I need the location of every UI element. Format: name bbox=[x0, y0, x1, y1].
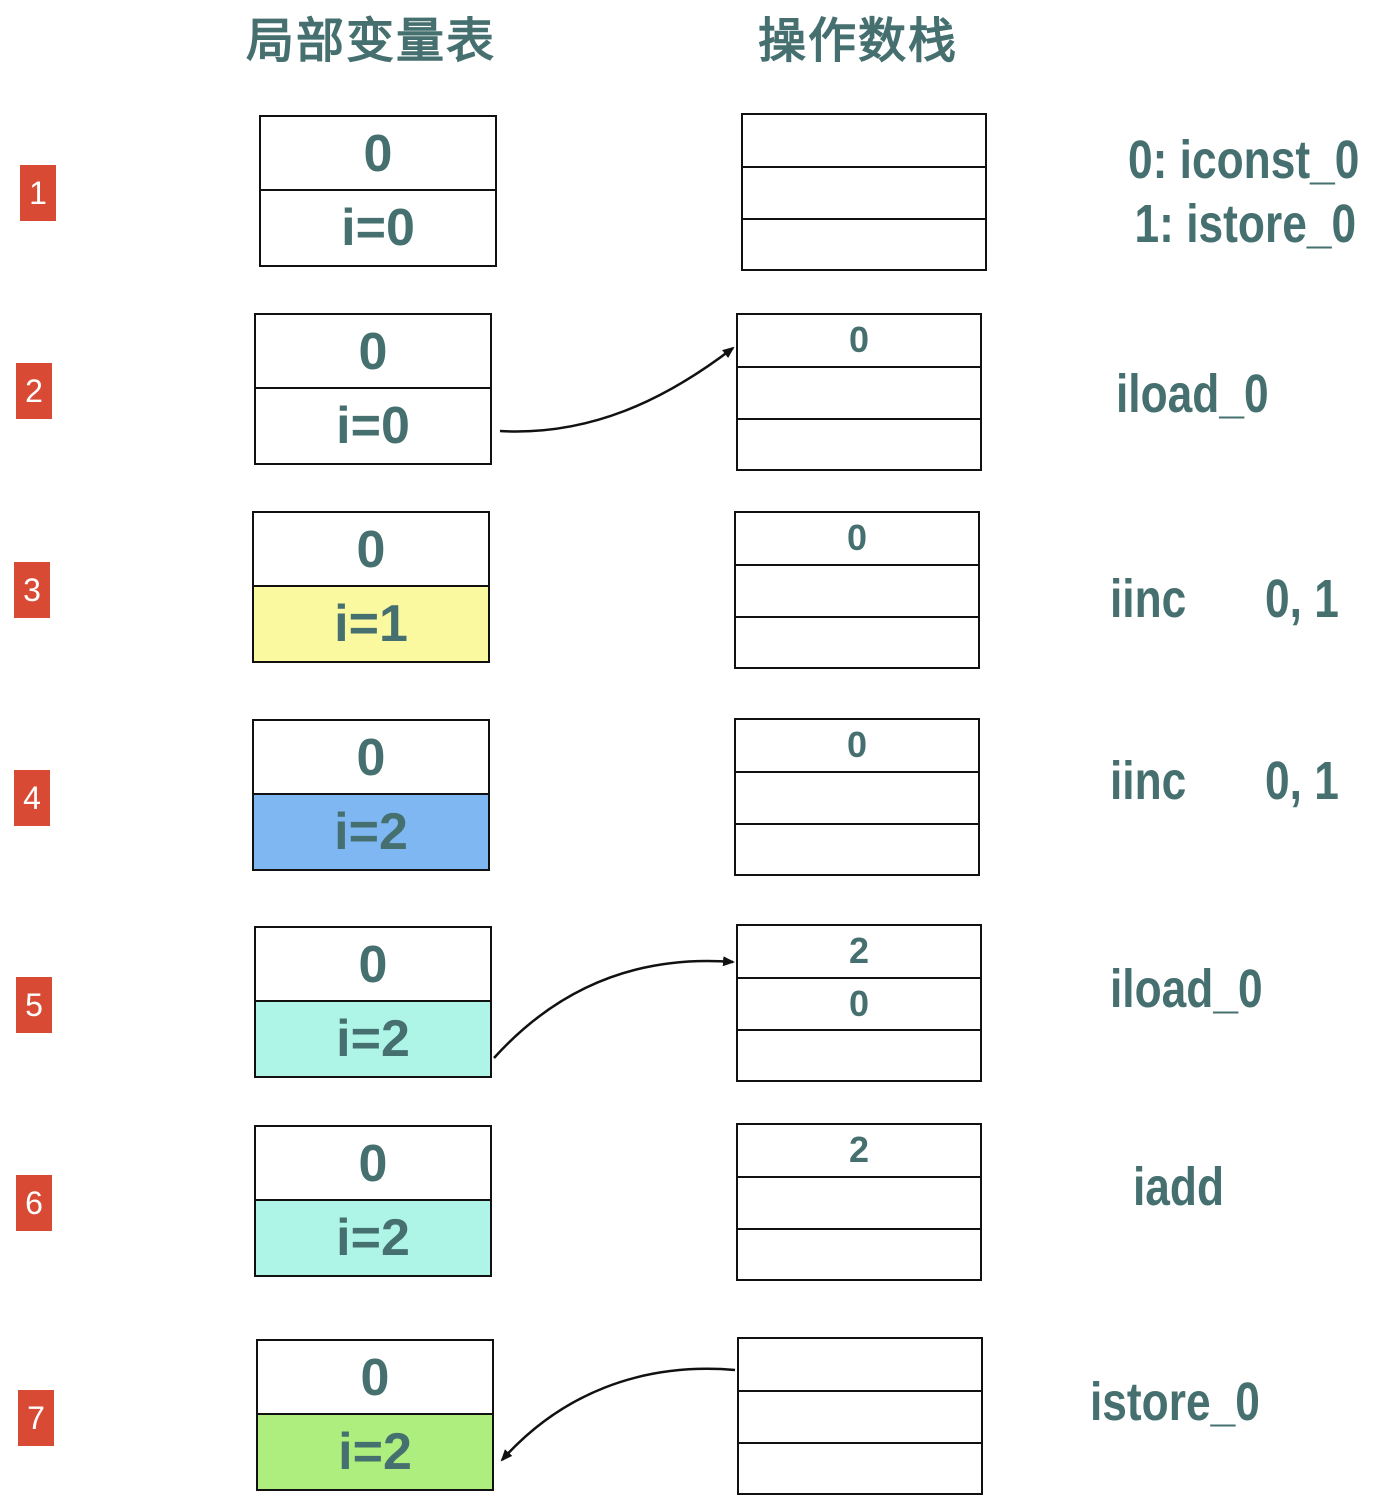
instruction-4: iinc 0, 1 bbox=[1110, 749, 1339, 813]
stack-slot-bottom bbox=[743, 217, 985, 269]
instruction-line: iinc 0, 1 bbox=[1110, 749, 1339, 813]
stack-slot-middle bbox=[736, 564, 978, 615]
local-slot-0: 0 bbox=[256, 1127, 490, 1201]
operand-args: 0, 1 bbox=[1265, 751, 1339, 811]
opcode: iinc bbox=[1110, 751, 1187, 811]
step-badge-7: 7 bbox=[18, 1390, 54, 1446]
local-vars-table-7: 0 i=2 bbox=[256, 1339, 494, 1491]
local-slot-i: i=0 bbox=[261, 191, 495, 265]
instruction-line: 1: istore_0 bbox=[1134, 194, 1357, 254]
operand-args: 0, 1 bbox=[1265, 569, 1339, 629]
local-slot-0: 0 bbox=[256, 315, 490, 389]
operand-stack-7 bbox=[737, 1337, 983, 1495]
stack-slot-bottom bbox=[738, 1227, 980, 1279]
load-arrow-step-5 bbox=[493, 956, 735, 1059]
operand-stack-header: 操作数栈 bbox=[758, 13, 959, 69]
stack-slot-bottom bbox=[738, 1028, 980, 1080]
local-slot-0: 0 bbox=[254, 721, 488, 795]
step-badge-3: 3 bbox=[14, 562, 50, 618]
local-slot-0: 0 bbox=[254, 513, 488, 587]
instruction-line: 0: iconst_0 bbox=[1128, 130, 1360, 190]
instruction-line: iload_0 bbox=[1116, 364, 1269, 424]
operand-stack-3: 0 bbox=[734, 511, 980, 669]
instruction-line: iinc 0, 1 bbox=[1110, 567, 1339, 631]
operand-stack-6: 2 bbox=[736, 1123, 982, 1281]
local-vars-table-2: 0 i=0 bbox=[254, 313, 492, 465]
stack-slot-top: 0 bbox=[846, 724, 868, 765]
stack-slot-bottom bbox=[738, 417, 980, 469]
local-vars-header: 局部变量表 bbox=[246, 13, 497, 69]
local-slot-i: i=0 bbox=[256, 389, 490, 463]
store-arrow-step-7 bbox=[500, 1367, 736, 1462]
operand-stack-2: 0 bbox=[736, 313, 982, 471]
step-badge-2: 2 bbox=[16, 363, 52, 419]
local-slot-i: i=2 bbox=[258, 1415, 492, 1489]
instruction-6: iadd bbox=[1133, 1155, 1224, 1219]
stack-slot-middle bbox=[738, 1176, 980, 1227]
operand-stack-1 bbox=[741, 113, 987, 271]
stack-slot-top: 2 bbox=[848, 930, 870, 971]
operand-stack-4: 0 bbox=[734, 718, 980, 876]
local-vars-table-5: 0 i=2 bbox=[254, 926, 492, 1078]
instruction-line: iload_0 bbox=[1110, 959, 1263, 1019]
instruction-line: istore_0 bbox=[1090, 1372, 1260, 1432]
stack-slot-middle: 0 bbox=[738, 977, 980, 1028]
step-badge-1: 1 bbox=[20, 165, 56, 221]
instruction-line: iadd bbox=[1133, 1157, 1225, 1217]
stack-slot-top bbox=[739, 1339, 981, 1390]
local-slot-0: 0 bbox=[256, 928, 490, 1002]
instruction-5: iload_0 bbox=[1110, 957, 1263, 1021]
stack-slot-top: 0 bbox=[846, 517, 868, 558]
step-badge-5: 5 bbox=[16, 977, 52, 1033]
stack-slot-top: 2 bbox=[848, 1129, 870, 1170]
stack-slot-bottom bbox=[736, 615, 978, 667]
stack-slot-middle bbox=[743, 166, 985, 217]
local-vars-table-6: 0 i=2 bbox=[254, 1125, 492, 1277]
stack-slot-middle bbox=[738, 366, 980, 417]
instruction-1: 0: iconst_0 1: istore_0 bbox=[1128, 128, 1359, 256]
load-arrow-step-2 bbox=[499, 346, 735, 433]
stack-slot-top bbox=[743, 115, 985, 166]
instruction-2: iload_0 bbox=[1116, 362, 1269, 426]
stack-slot-bottom bbox=[736, 822, 978, 874]
instruction-7: istore_0 bbox=[1090, 1370, 1260, 1434]
local-vars-table-1: 0 i=0 bbox=[259, 115, 497, 267]
step-badge-6: 6 bbox=[16, 1175, 52, 1231]
instruction-3: iinc 0, 1 bbox=[1110, 567, 1339, 631]
local-vars-table-3: 0 i=1 bbox=[252, 511, 490, 663]
local-slot-0: 0 bbox=[261, 117, 495, 191]
stack-slot-top: 0 bbox=[848, 319, 870, 360]
local-slot-i: i=2 bbox=[256, 1201, 490, 1275]
local-slot-i: i=2 bbox=[256, 1002, 490, 1076]
local-slot-i: i=1 bbox=[254, 587, 488, 661]
step-badge-4: 4 bbox=[14, 770, 50, 826]
stack-slot-middle bbox=[736, 771, 978, 822]
operand-stack-5: 2 0 bbox=[736, 924, 982, 1082]
local-slot-0: 0 bbox=[258, 1341, 492, 1415]
local-vars-table-4: 0 i=2 bbox=[252, 719, 490, 871]
stack-slot-middle bbox=[739, 1390, 981, 1441]
stack-slot-bottom bbox=[739, 1441, 981, 1493]
local-slot-i: i=2 bbox=[254, 795, 488, 869]
opcode: iinc bbox=[1110, 569, 1187, 629]
